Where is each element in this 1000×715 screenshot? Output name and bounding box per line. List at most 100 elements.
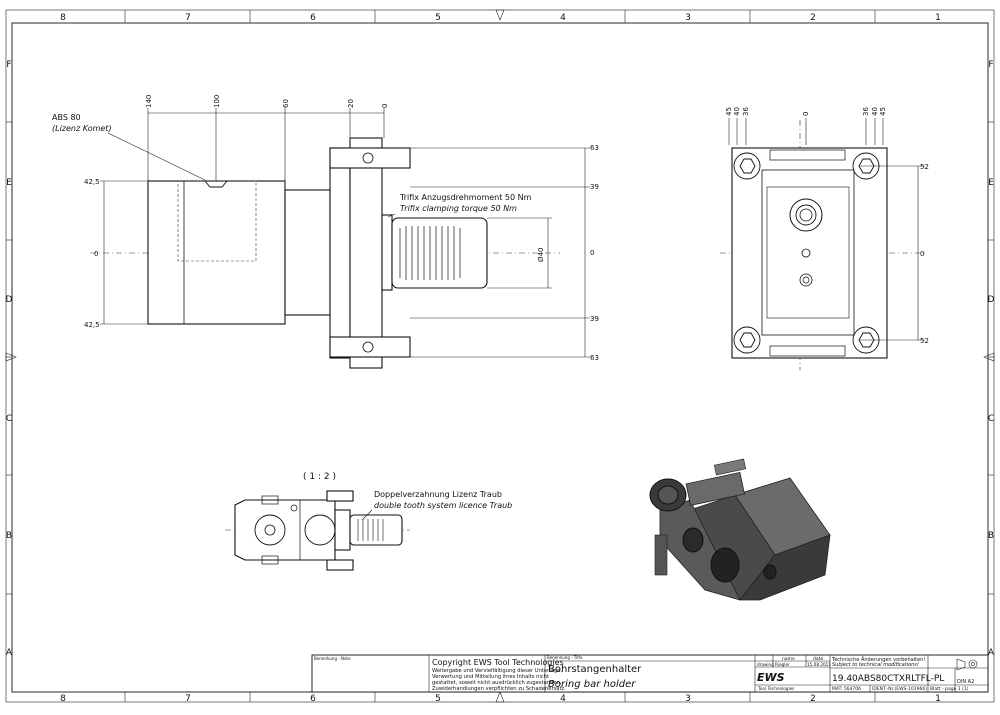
row-label: D xyxy=(988,295,995,305)
front-plate xyxy=(731,147,888,359)
drawing-name: Riegler xyxy=(775,662,790,667)
torque-note-de: Trifix Anzugsdrehmoment 50 Nm xyxy=(399,193,532,202)
grid-ticks xyxy=(6,10,994,702)
torque-note-en: Trifix clamping torque 50 Nm xyxy=(400,204,517,213)
col-label: 6 xyxy=(310,694,316,704)
dim-label: 0 xyxy=(590,249,594,257)
col-label: 6 xyxy=(310,13,316,23)
side-dims-left: 42,5 0 42,5 xyxy=(84,178,100,329)
col-date: date xyxy=(813,656,823,662)
col-label: 2 xyxy=(810,13,816,23)
dim-label: 0 xyxy=(94,250,98,258)
front-view: 45 40 36 0 36 40 45 52 0 52 xyxy=(720,107,929,370)
shank-body xyxy=(147,180,286,325)
detail-view: ( 1 : 2 ) Doppelverzahnung Lizenz Traub … xyxy=(225,472,512,571)
boring-bar-seat xyxy=(391,217,488,289)
center-mark-right xyxy=(983,352,995,362)
drawing-date: 15.08.2011 xyxy=(807,662,831,667)
dim-label: 39 xyxy=(590,315,599,323)
dim-label: 45 xyxy=(879,107,887,116)
detail-scale: ( 1 : 2 ) xyxy=(303,472,336,482)
center-mark-left xyxy=(5,352,17,362)
sheet: Blatt - page 1 (1) xyxy=(930,686,969,692)
designation-label: Benennung - Title xyxy=(547,655,583,660)
row-label: A xyxy=(988,648,995,658)
projection-symbol-icon xyxy=(956,658,978,671)
col-label: 1 xyxy=(935,694,941,704)
detail-note-de: Doppelverzahnung Lizenz Traub xyxy=(374,490,502,499)
col-label: 5 xyxy=(435,694,441,704)
dim-label: 140 xyxy=(145,95,153,108)
ident-no: IDENT.-Nr.(EWS-101966) xyxy=(872,686,927,692)
front-dims-top: 45 40 36 0 36 40 45 xyxy=(725,107,887,116)
bore-dim: Ø40 xyxy=(537,248,545,262)
logo-sub: Tool Technologies xyxy=(757,686,794,691)
bolt-top xyxy=(329,147,411,169)
copyright-title: Copyright EWS Tool Technologies xyxy=(432,658,564,667)
remarks-label: Bemerkung - Note xyxy=(314,656,351,661)
side-dim-lines-top xyxy=(147,108,385,190)
center-mark-bottom xyxy=(495,691,505,703)
bolt-bottom xyxy=(329,336,411,358)
col-label: 1 xyxy=(935,13,941,23)
changes-en: Subject to technical modifications! xyxy=(832,662,919,668)
dim-label: 36 xyxy=(862,107,870,116)
part-number: 19.40ABS80CTXRLTFL-PL xyxy=(832,674,944,684)
dim-label: 0 xyxy=(920,250,924,258)
side-view: 140 100 60 20 0 63 39 0 39 63 Ø40 xyxy=(52,95,599,369)
plate xyxy=(349,137,383,369)
flange xyxy=(329,147,351,359)
row-label: E xyxy=(6,178,12,188)
collar xyxy=(381,214,393,291)
row-label: C xyxy=(988,414,994,424)
column-labels: 8 7 6 5 4 3 2 1 8 7 6 5 4 3 2 1 xyxy=(60,13,941,704)
abs-note: ABS 80 xyxy=(52,113,81,122)
col-label: 7 xyxy=(185,694,191,704)
col-label: 8 xyxy=(60,13,66,23)
copyright-line: Verwertung und Mitteilung ihres Inhalts … xyxy=(432,674,549,680)
dim-label: 42,5 xyxy=(84,321,100,329)
col-label: 8 xyxy=(60,694,66,704)
dim-label: 40 xyxy=(733,107,741,116)
row-label: E xyxy=(988,178,994,188)
col-name: name xyxy=(782,657,795,662)
title-en: Boring bar holder xyxy=(548,679,636,690)
col-label: 4 xyxy=(560,694,566,704)
row-label: A xyxy=(6,648,13,658)
row-label: C xyxy=(6,414,12,424)
neck xyxy=(284,189,331,316)
dim-label: 52 xyxy=(920,337,929,345)
dim-label: 63 xyxy=(590,354,599,362)
side-dim-lines-right xyxy=(382,147,590,358)
dim-label: 63 xyxy=(590,144,599,152)
title-block: Bemerkung - Note Copyright EWS Tool Tech… xyxy=(311,654,989,693)
serrations xyxy=(399,226,461,280)
bolt-head-bottom xyxy=(362,341,374,353)
format: DIN A2 xyxy=(957,679,974,685)
front-dims-right: 52 0 52 xyxy=(920,163,929,345)
row-label: F xyxy=(988,60,993,70)
changes-de: Technische Änderungen vorbehalten! xyxy=(831,656,925,663)
dim-label: 52 xyxy=(920,163,929,171)
copyright-line: gestattet, soweit nicht ausdrücklich zug… xyxy=(432,680,562,686)
detail-note-en: double tooth system licence Traub xyxy=(374,501,512,510)
center-mark-top xyxy=(495,9,505,21)
col-label: 5 xyxy=(435,13,441,23)
copyright-line: Zuwiderhandlungen verpflichten zu Schade… xyxy=(432,686,566,692)
ews-logo: EWS xyxy=(757,671,785,684)
dim-label: 0 xyxy=(802,112,810,116)
side-dims-right: 63 39 0 39 63 Ø40 xyxy=(537,144,599,362)
dim-label: 39 xyxy=(590,183,599,191)
abs-leader xyxy=(107,132,206,181)
col-label: 3 xyxy=(685,694,691,704)
col-label: 7 xyxy=(185,13,191,23)
side-dims-top: 140 100 60 20 0 xyxy=(145,95,389,108)
row-label: D xyxy=(6,295,13,305)
dim-label: 60 xyxy=(282,99,290,108)
abs-note-sub: (Lizenz Komet) xyxy=(52,124,112,133)
dim-label: 20 xyxy=(347,99,355,108)
row-labels: F E D C B A F E D C B A xyxy=(6,60,995,658)
row-label: B xyxy=(988,531,994,541)
dim-label: 45 xyxy=(725,107,733,116)
